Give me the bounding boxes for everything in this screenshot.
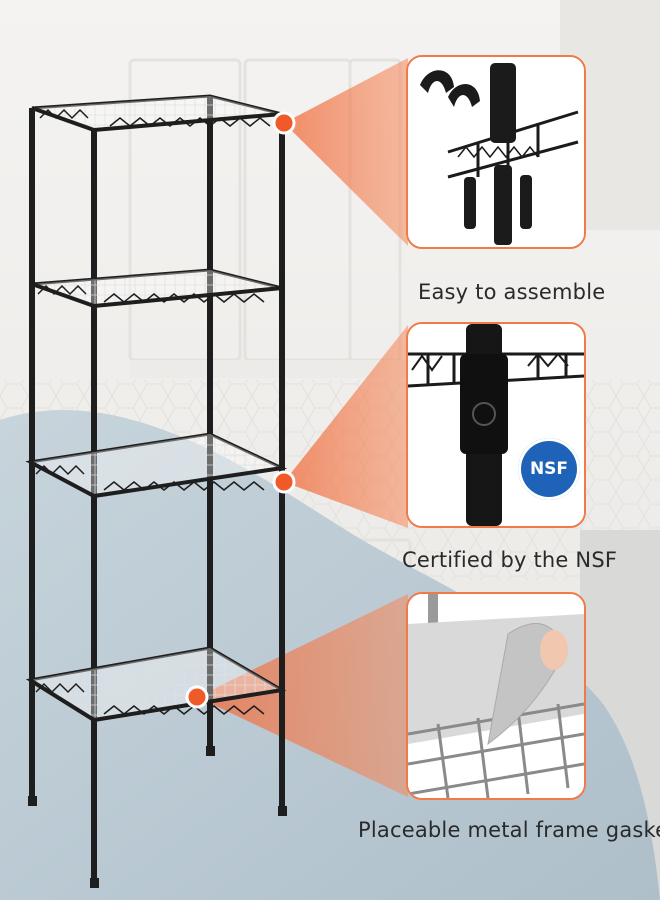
marker-bottom bbox=[185, 685, 209, 709]
highlight-markers bbox=[185, 111, 296, 709]
assembly-detail-box bbox=[406, 55, 586, 249]
shelf-3 bbox=[25, 432, 288, 499]
shelf-4 bbox=[25, 646, 287, 723]
callout-label-gasket: Placeable metal frame gasket bbox=[358, 818, 660, 842]
nsf-detail-box: NSF bbox=[406, 322, 586, 528]
beam-bottom bbox=[197, 594, 408, 797]
callout-label-nsf: Certified by the NSF bbox=[402, 548, 618, 572]
shelf-liner-image bbox=[408, 594, 584, 798]
marker-middle bbox=[272, 470, 296, 494]
shelf-2 bbox=[31, 268, 283, 309]
wire-shelving-rack bbox=[25, 94, 288, 888]
connector-clips-image bbox=[408, 57, 584, 247]
counter-top bbox=[130, 360, 420, 378]
callout-label-assemble: Easy to assemble bbox=[418, 280, 606, 304]
beam-top bbox=[284, 58, 408, 246]
gasket-detail-box bbox=[406, 592, 586, 800]
marker-top bbox=[272, 111, 296, 135]
beam-middle bbox=[284, 325, 408, 528]
shelf-1 bbox=[31, 94, 283, 133]
nsf-badge: NSF bbox=[518, 438, 580, 500]
